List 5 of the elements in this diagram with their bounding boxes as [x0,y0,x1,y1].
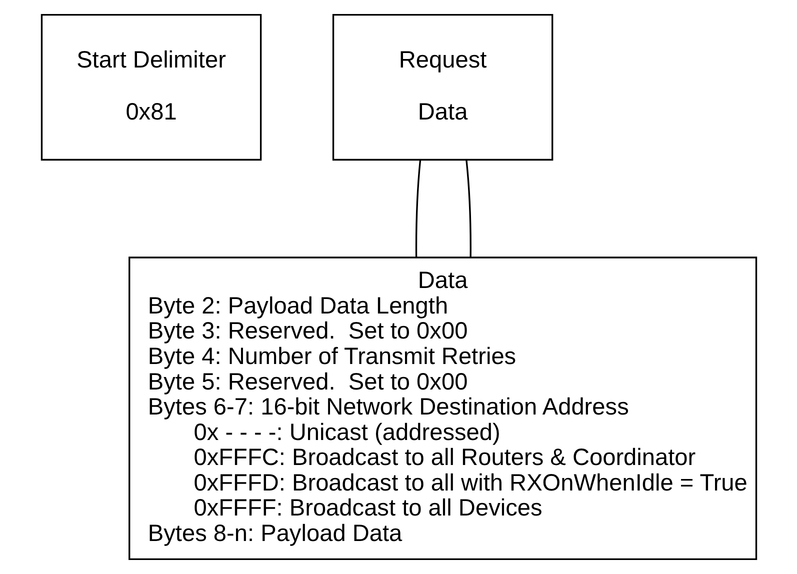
connector [414,160,421,257]
node-box: Data Byte 2: Payload Data Length Byte 3: Reserved. Set to 0x00 Byte 4: Number of Transmit Retries Byte 5: Reserved. Set to 0x00 Bytes 6-7: 16-bit Network Destination Address 0x - - - -: Unicast (addressed) 0xFFFC: Broadcast to all Routers & Coordinator 0xFFFD: Broadcast to all with RXOnWhenIdle = True 0xFFFF: Broadcast to all Devices Bytes 8-n: Payload Data [128,256,757,560]
node-box: Start Delimiter 0x81 [40,14,262,161]
node-box: Request Data [332,14,553,161]
connector [465,160,471,257]
